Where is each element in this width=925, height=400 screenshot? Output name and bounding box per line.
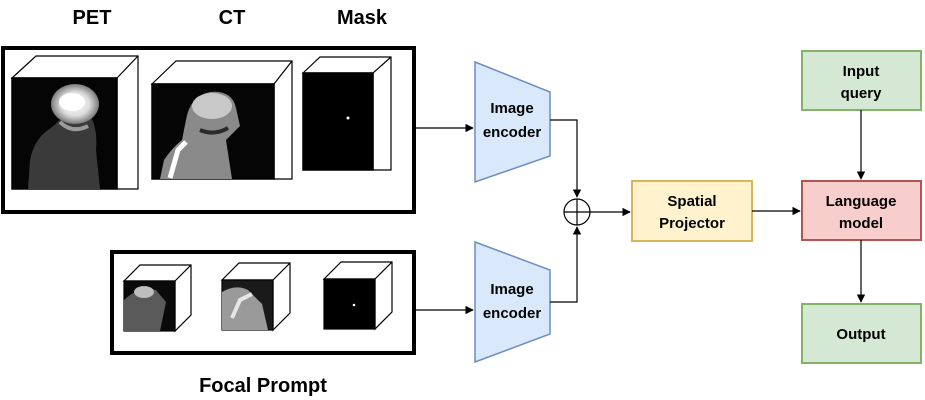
language-model-line1: Language: [826, 193, 897, 210]
projector-line2: Projector: [659, 215, 725, 232]
focal-prompt-label: Focal Prompt: [199, 375, 327, 397]
encoder-top-shape: [474, 60, 551, 184]
ct-label: CT: [219, 7, 246, 29]
focal-ct-cube: [220, 262, 291, 332]
encoder-bottom-line1: Image: [490, 281, 533, 298]
focal-mask-cube: [322, 261, 393, 331]
encoder-bottom-line2: encoder: [483, 305, 542, 322]
input-query-box: Input query: [801, 50, 922, 111]
projector-line1: Spatial: [667, 193, 716, 210]
language-model-line2: model: [839, 215, 883, 232]
output-box: Output: [801, 303, 922, 364]
ct-volume-cube: [150, 60, 293, 180]
pet-label: PET: [73, 7, 112, 29]
output-label: Output: [836, 326, 885, 343]
spatial-projector-box: Spatial Projector: [631, 180, 753, 242]
encoder-top-line1: Image: [490, 100, 533, 117]
arrow-encoder-top-to-sum: [550, 119, 582, 198]
mask-label: Mask: [337, 7, 388, 29]
input-query-line1: Input: [843, 63, 880, 80]
image-encoder-top: Image encoder: [474, 60, 551, 184]
focal-pet-cube: [122, 264, 192, 333]
image-encoder-bottom: Image encoder: [474, 240, 551, 364]
connectors: [414, 110, 866, 315]
input-query-line2: query: [841, 85, 883, 102]
pet-volume-cube: [10, 55, 139, 190]
encoder-top-line2: encoder: [483, 124, 542, 141]
encoder-bottom-shape: [474, 240, 551, 364]
sum-node: [563, 198, 591, 226]
mask-volume-cube: [301, 56, 392, 171]
language-model-box: Language model: [801, 180, 922, 241]
arrow-encoder-bottom-to-sum: [550, 226, 582, 303]
